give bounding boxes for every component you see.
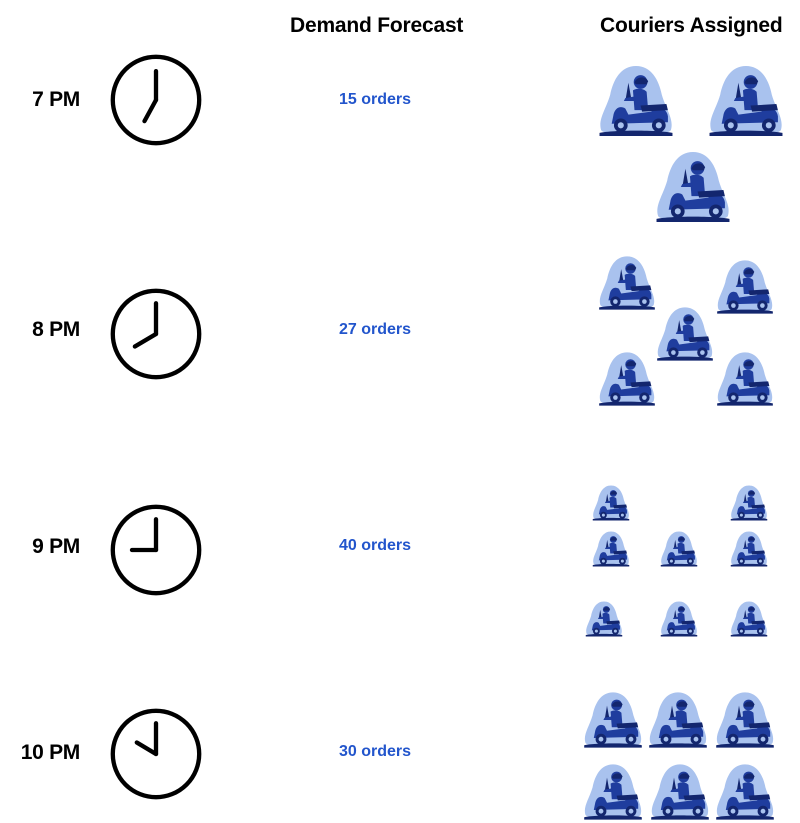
demand-forecast-header: Demand Forecast	[290, 14, 464, 37]
courier-icon	[660, 600, 698, 638]
time-label-7pm: 7 PM	[32, 88, 80, 111]
courier-icon	[730, 484, 768, 522]
courier-icon	[716, 258, 774, 316]
courier-icon	[730, 530, 768, 568]
courier-icon	[730, 600, 768, 638]
courier-icon	[655, 148, 731, 226]
courier-icon	[598, 350, 656, 408]
clock-icon	[110, 708, 202, 800]
courier-icon	[715, 690, 775, 750]
courier-icon	[592, 484, 630, 522]
courier-icon	[660, 530, 698, 568]
courier-icon	[598, 254, 656, 312]
courier-icon	[598, 62, 674, 140]
time-label-8pm: 8 PM	[32, 318, 80, 341]
orders-7pm: 15 orders	[338, 91, 412, 108]
courier-icon	[715, 762, 775, 822]
courier-icon	[650, 762, 710, 822]
clock-icon	[110, 54, 202, 146]
courier-icon	[648, 690, 708, 750]
clock-icon	[110, 504, 202, 596]
time-label-10pm: 10 PM	[20, 741, 81, 764]
couriers-assigned-header: Couriers Assigned	[600, 14, 783, 37]
courier-icon	[708, 62, 784, 140]
orders-9pm: 40 orders	[338, 537, 412, 554]
courier-icon	[585, 600, 623, 638]
courier-icon	[583, 762, 643, 822]
courier-icon	[716, 350, 774, 408]
courier-icon	[592, 530, 630, 568]
orders-8pm: 27 orders	[338, 321, 412, 338]
courier-icon	[583, 690, 643, 750]
time-label-9pm: 9 PM	[32, 535, 80, 558]
clock-icon	[110, 288, 202, 380]
orders-10pm: 30 orders	[338, 743, 412, 760]
courier-icon	[656, 305, 714, 363]
